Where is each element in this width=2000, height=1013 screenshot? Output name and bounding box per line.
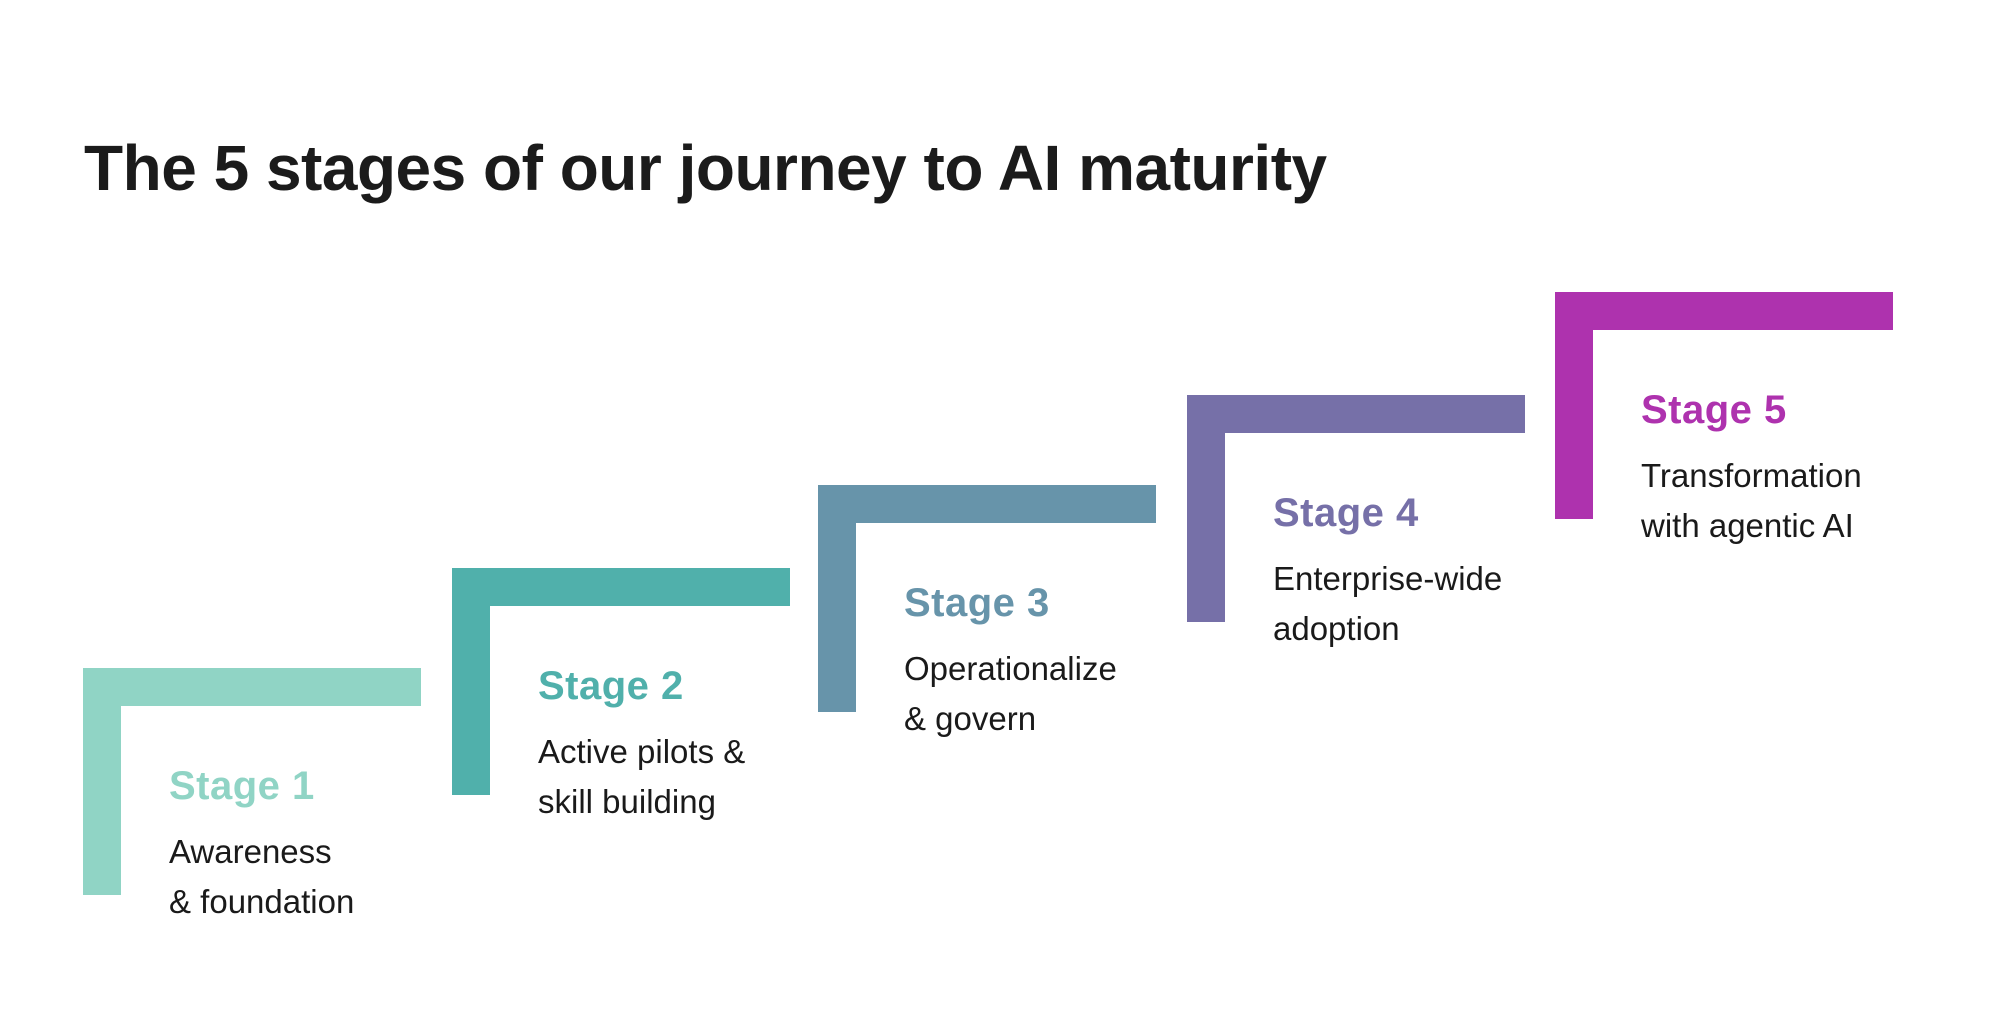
stage-3-horizontal-bar [818,485,1156,523]
stage-4-description-line-1: Enterprise-wide [1273,560,1503,597]
stage-5-vertical-bar [1555,292,1593,519]
stage-2-group: Stage 2 Active pilots & skill building [452,568,790,988]
stage-3-text-block: Stage 3 Operationalize & govern [904,579,1244,744]
stage-2-text-block: Stage 2 Active pilots & skill building [538,662,878,827]
stage-5-horizontal-bar [1555,292,1893,330]
stage-3-vertical-bar [818,485,856,712]
stage-1-vertical-bar [83,668,121,895]
stage-5-description: Transformation with agentic AI [1641,451,1981,551]
stage-4-description: Enterprise-wide adoption [1273,554,1613,654]
stage-4-label: Stage 4 [1273,491,1419,535]
stage-2-label: Stage 2 [538,664,684,708]
stage-4-text-block: Stage 4 Enterprise-wide adoption [1273,489,1613,654]
stage-3-group: Stage 3 Operationalize & govern [818,485,1156,905]
stage-4-description-line-2: adoption [1273,610,1400,647]
stage-1-label: Stage 1 [169,764,315,808]
stage-5-description-line-2: with agentic AI [1641,507,1854,544]
stage-3-description-line-2: & govern [904,700,1037,737]
stage-4-vertical-bar [1187,395,1225,622]
stage-2-description-line-2: skill building [538,783,716,820]
stage-3-description: Operationalize & govern [904,644,1244,744]
stage-5-label: Stage 5 [1641,388,1787,432]
stage-2-description: Active pilots & skill building [538,727,878,827]
stage-3-label: Stage 3 [904,581,1050,625]
stage-1-horizontal-bar [83,668,421,706]
stage-2-vertical-bar [452,568,490,795]
stage-5-text-block: Stage 5 Transformation with agentic AI [1641,386,1981,551]
stage-5-group: Stage 5 Transformation with agentic AI [1555,292,1893,712]
stage-1-description: Awareness & foundation [169,827,509,927]
stage-5-description-line-1: Transformation [1641,457,1862,494]
page-title: The 5 stages of our journey to AI maturi… [84,131,1327,204]
stage-1-description-line-1: Awareness [169,833,332,870]
stage-1-text-block: Stage 1 Awareness & foundation [169,762,509,927]
stage-2-description-line-1: Active pilots & [538,733,746,770]
stage-2-horizontal-bar [452,568,790,606]
stage-1-group: Stage 1 Awareness & foundation [83,668,421,1013]
stage-4-group: Stage 4 Enterprise-wide adoption [1187,395,1525,815]
stage-3-description-line-1: Operationalize [904,650,1117,687]
stage-1-description-line-2: & foundation [169,883,355,920]
stage-4-horizontal-bar [1187,395,1525,433]
